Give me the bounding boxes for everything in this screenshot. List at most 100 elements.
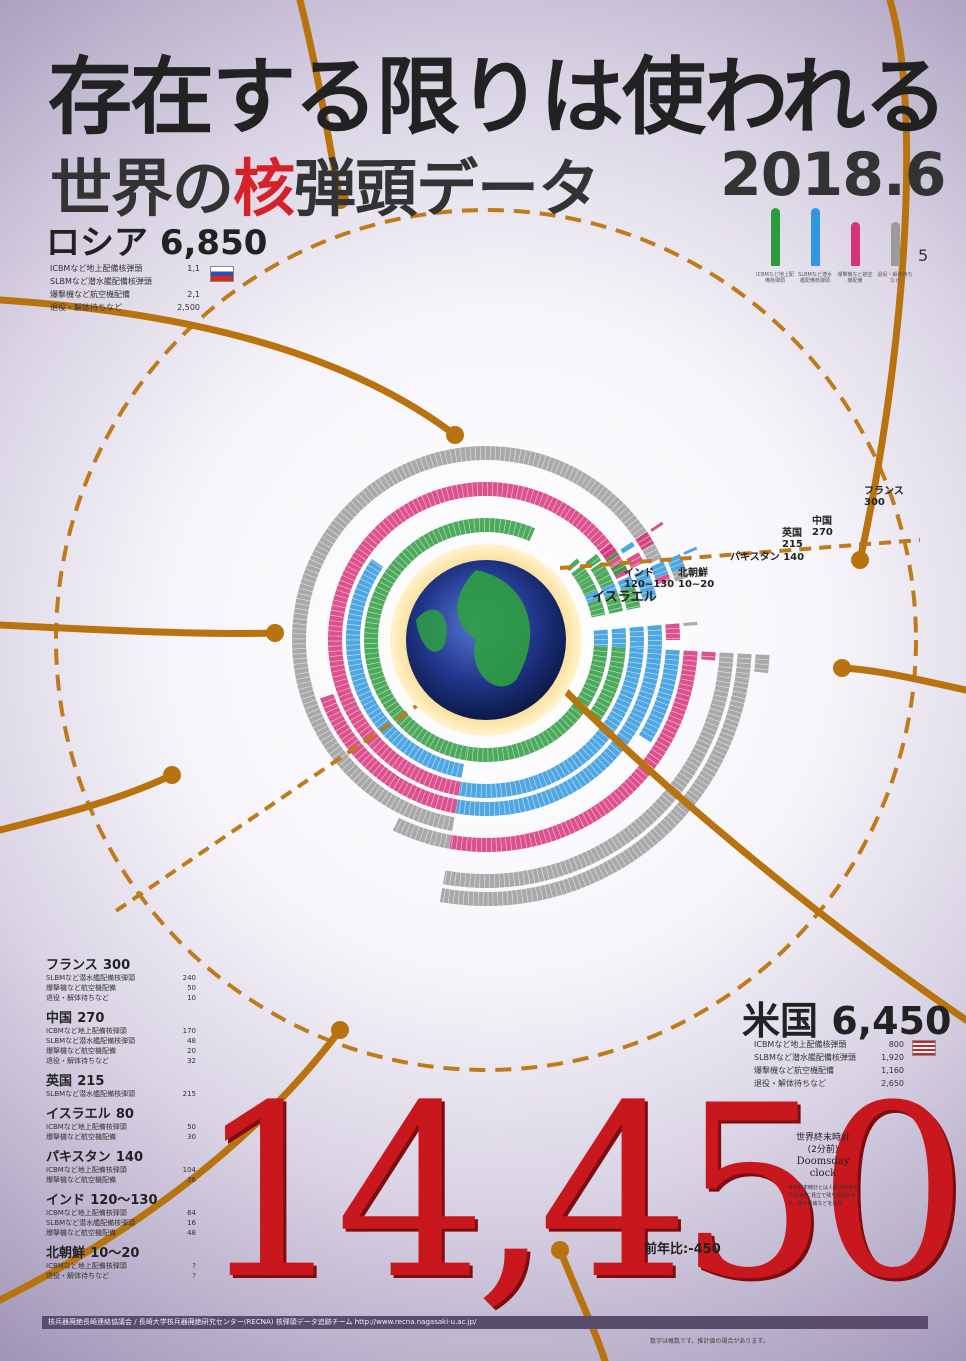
warhead-tick: [311, 554, 325, 561]
warhead-tick: [718, 661, 733, 664]
warhead-tick: [361, 729, 374, 739]
warhead-tick: [292, 652, 307, 655]
warhead-tick: [574, 775, 583, 788]
warhead-tick: [415, 728, 424, 740]
warhead-tick: [316, 545, 329, 553]
warhead-tick: [638, 840, 648, 852]
warhead-tick: [508, 520, 512, 535]
warhead-tick: [542, 829, 548, 844]
warhead-tick: [537, 774, 543, 788]
warhead-tick: [464, 447, 467, 462]
warhead-tick: [359, 694, 373, 702]
globe: [390, 544, 582, 736]
warhead-tick: [558, 764, 567, 777]
warhead-tick: [368, 606, 383, 611]
warhead-tick: [639, 584, 654, 590]
warhead-tick: [328, 745, 341, 755]
warhead-tick: [343, 735, 356, 745]
warhead-tick: [550, 864, 555, 879]
warhead-tick: [419, 827, 425, 842]
warhead-tick: [333, 519, 345, 529]
warhead-tick: [345, 704, 358, 712]
warhead-tick: [642, 544, 655, 552]
warhead-tick: [626, 605, 641, 609]
warhead-ring-米国: [458, 647, 644, 798]
warhead-tick: [421, 495, 428, 509]
warhead-tick: [503, 801, 506, 815]
warhead-tick: [348, 663, 363, 667]
warhead-tick: [581, 747, 592, 759]
warhead-tick: [364, 647, 379, 650]
warhead-tick: [351, 556, 364, 565]
warhead-tick: [412, 806, 419, 820]
warhead-tick: [293, 618, 308, 621]
warhead-tick: [503, 873, 506, 888]
warhead-tick: [589, 869, 596, 883]
warhead-tick: [630, 823, 640, 836]
warhead-tick: [656, 825, 667, 836]
warhead-tick: [553, 786, 560, 800]
warhead-tick: [435, 757, 442, 771]
warhead-tick: [620, 541, 633, 550]
legend-item: 爆撃機など航空機配備: [836, 208, 874, 284]
warhead-tick: [664, 663, 679, 666]
warhead-tick: [634, 530, 647, 540]
warhead-tick: [732, 690, 747, 695]
warhead-tick: [693, 782, 706, 791]
warhead-tick: [735, 671, 750, 675]
warhead-tick: [691, 751, 704, 760]
warhead-tick: [435, 795, 440, 809]
warhead-tick: [731, 695, 746, 699]
warhead-tick: [701, 770, 714, 778]
warhead-tick: [523, 778, 528, 793]
warhead-tick: [338, 727, 351, 736]
warhead-tick: [338, 691, 352, 698]
warhead-tick: [586, 526, 597, 537]
warhead-tick: [580, 690, 594, 699]
warhead-tick: [549, 788, 556, 803]
warhead-tick: [372, 785, 382, 798]
warhead-tick: [573, 568, 586, 578]
warhead-tick: [433, 737, 441, 751]
warhead-tick: [328, 630, 343, 632]
warhead-tick: [648, 808, 659, 819]
clock-hand-pivot: [833, 659, 851, 677]
warhead-tick: [571, 512, 581, 525]
warhead-tick: [364, 569, 378, 577]
warhead-tick: [673, 779, 685, 789]
warhead-tick: [588, 673, 603, 679]
warhead-tick: [503, 519, 507, 534]
warhead-tick: [342, 700, 356, 708]
legend-item: ICBMなど地上配備核弾頭: [756, 208, 794, 284]
warhead-tick: [672, 705, 686, 712]
warhead-tick: [409, 765, 417, 779]
warhead-tick: [649, 521, 662, 530]
warhead-tick: [555, 501, 563, 515]
usa-flag-icon: [912, 1040, 936, 1056]
warhead-tick: [719, 651, 734, 654]
warhead-tick: [653, 704, 667, 711]
warhead-tick: [452, 817, 456, 832]
warhead-tick: [681, 673, 695, 677]
warhead-tick: [357, 750, 368, 761]
warhead-tick: [436, 814, 442, 828]
warhead-tick: [346, 644, 361, 646]
warhead-tick: [295, 602, 310, 607]
warhead-tick: [422, 535, 431, 548]
warhead-ring-中国: [655, 573, 671, 585]
warhead-tick: [324, 532, 337, 541]
warhead-tick: [321, 698, 335, 704]
warhead-tick: [495, 783, 497, 798]
warhead-tick: [628, 716, 642, 724]
warhead-tick: [433, 831, 438, 846]
warhead-tick: [394, 798, 402, 812]
warhead-tick: [658, 736, 672, 744]
russia-row: SLBMなど潜水艦配備核弾頭: [50, 277, 152, 286]
warhead-tick: [535, 793, 541, 808]
warhead-ring-フランス: [593, 629, 608, 647]
warhead-tick: [683, 650, 698, 652]
warhead-tick: [395, 735, 405, 748]
warhead-tick: [736, 667, 751, 670]
